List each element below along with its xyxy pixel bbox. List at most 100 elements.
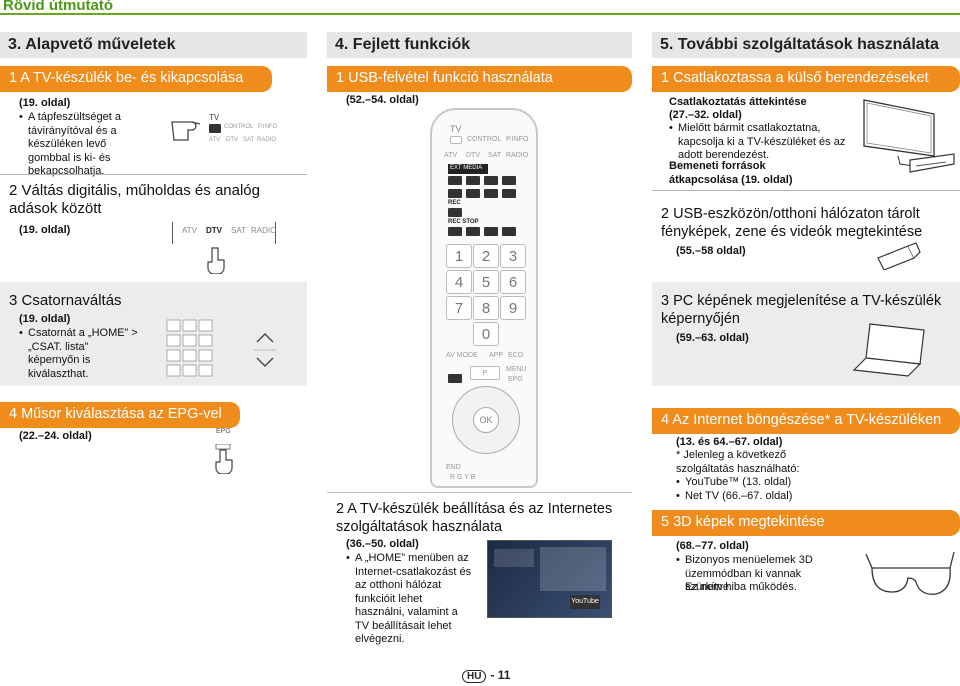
remote-tv-label: TV bbox=[450, 124, 462, 134]
column-header-advanced: 4. Fejlett funkciók bbox=[327, 32, 632, 58]
youtube-tile: YouTube bbox=[570, 595, 600, 609]
media-prev-button[interactable] bbox=[448, 189, 462, 198]
ref-source: (19. oldal) bbox=[19, 224, 71, 236]
dtv-label-small: DTV bbox=[226, 137, 238, 143]
ref-usb-media: (55.–58 oldal) bbox=[676, 245, 746, 257]
ref-internet: (13. és 64.–67. oldal) bbox=[676, 436, 783, 448]
bullet-connect: Mielőtt bármit csatlakoztatna, kapcsolja… bbox=[669, 122, 849, 163]
channel-up-down-icon bbox=[254, 330, 276, 370]
divider bbox=[327, 492, 632, 493]
sub-connect-overview: Csatlakoztatás áttekintése bbox=[669, 96, 807, 108]
key-6[interactable]: 6 bbox=[500, 270, 526, 294]
dtv-button[interactable]: DTV bbox=[206, 226, 222, 235]
key-3[interactable]: 3 bbox=[500, 244, 526, 268]
bullet-power: A tápfeszültséget a távirányítóval és a … bbox=[19, 111, 131, 179]
sat-button[interactable]: SAT bbox=[231, 226, 246, 235]
section-title-setup-internet: 2 A TV-készülék beállítása és az Interne… bbox=[336, 501, 613, 535]
ref-pc: (59.–63. oldal) bbox=[676, 332, 749, 344]
language-badge: HU bbox=[462, 670, 487, 683]
key-1[interactable]: 1 bbox=[446, 244, 472, 268]
remote-power-button[interactable] bbox=[450, 136, 462, 144]
color-keys-label: R G Y B bbox=[450, 474, 476, 481]
section-title-internet: 4 Az Internet böngészése* a TV-készüléke… bbox=[652, 408, 960, 434]
media-extra-button-2[interactable] bbox=[484, 227, 498, 236]
key-8[interactable]: 8 bbox=[473, 296, 499, 320]
av-mode-label: AV MODE bbox=[446, 352, 478, 359]
power-button[interactable] bbox=[209, 124, 221, 133]
rec-stop-button[interactable] bbox=[448, 227, 462, 236]
dpad[interactable]: OK bbox=[452, 386, 520, 454]
pinfo-label: P.INFO bbox=[258, 124, 278, 130]
media-stop-button[interactable] bbox=[466, 189, 480, 198]
section-title-usb-media: 2 USB-eszközön/otthoni hálózaton tárolt … bbox=[661, 206, 923, 240]
finger-press-icon bbox=[204, 246, 226, 275]
key-9[interactable]: 9 bbox=[500, 296, 526, 320]
ref-epg: (22.–24. oldal) bbox=[19, 430, 92, 442]
page-number: - 11 bbox=[490, 668, 511, 682]
menu-label: MENU bbox=[506, 366, 527, 373]
page-title: Rövid útmutató bbox=[3, 0, 113, 14]
program-rocker[interactable]: P bbox=[470, 366, 500, 380]
rec-stop-label: REC STOP bbox=[448, 219, 479, 225]
key-2[interactable]: 2 bbox=[473, 244, 499, 268]
media-ffwd-button[interactable] bbox=[502, 176, 516, 185]
column-header-more: 5. További szolgáltatások használata bbox=[652, 32, 960, 58]
remote-control-label: CONTROL bbox=[467, 136, 502, 143]
divider bbox=[652, 190, 960, 191]
section-title-channel: 3 Csatornaváltás bbox=[9, 292, 122, 309]
key-4[interactable]: 4 bbox=[446, 270, 472, 294]
media-rewind-button[interactable] bbox=[448, 176, 462, 185]
section-title-epg-text: 4 Műsor kiválasztása az EPG-vel bbox=[9, 406, 222, 422]
hand-press-icon bbox=[170, 116, 206, 144]
atv-button[interactable]: ATV bbox=[182, 226, 197, 235]
app-label: APP bbox=[489, 352, 504, 359]
media-play-button[interactable] bbox=[466, 176, 480, 185]
section-title-epg: 4 Műsor kiválasztása az EPG-vel bbox=[0, 402, 240, 428]
home-button[interactable] bbox=[448, 374, 462, 383]
ref-setup-internet: (36.–50. oldal) bbox=[346, 538, 419, 550]
radio-button[interactable]: RADIO bbox=[251, 226, 277, 235]
tv-and-player-icon bbox=[850, 94, 958, 180]
home-menu-panel bbox=[540, 547, 606, 591]
section-title-3d: 5 3D képek megtekintése bbox=[652, 510, 960, 536]
remote-pinfo-label: P.INFO bbox=[506, 136, 529, 143]
media-extra-button-1[interactable] bbox=[466, 227, 480, 236]
remote-dtv-label: DTV bbox=[466, 152, 480, 159]
media-skip-button[interactable] bbox=[502, 189, 516, 198]
sat-label-small: SAT bbox=[243, 137, 255, 143]
title-rule bbox=[0, 13, 960, 15]
ok-button[interactable]: OK bbox=[473, 407, 499, 433]
3d-glasses-icon bbox=[864, 548, 956, 602]
media-extra-button-3[interactable] bbox=[502, 227, 516, 236]
control-label: CONTROL bbox=[224, 124, 254, 130]
remote-control: TV CONTROL P.INFO ATV DTV SAT RADIO EXT … bbox=[430, 108, 538, 488]
key-7[interactable]: 7 bbox=[446, 296, 472, 320]
rec-button[interactable] bbox=[448, 208, 462, 217]
remote-sat-label: SAT bbox=[488, 152, 502, 159]
bullet-3d-1: Bizonyos menüelemek 3D üzemmódban ki van… bbox=[676, 554, 846, 595]
source-buttons: ATV DTV SAT RADIO bbox=[172, 222, 276, 244]
radio-label-small: RADIO bbox=[257, 137, 277, 143]
end-label: END bbox=[446, 464, 461, 471]
page-footer: HU- 11 bbox=[462, 668, 510, 683]
ext-media-label: EXT MEDIA bbox=[448, 164, 488, 174]
atv-label-small: ATV bbox=[209, 137, 221, 143]
ref-channel: (19. oldal) bbox=[19, 313, 71, 325]
number-keypad-small bbox=[165, 318, 215, 378]
bullet-youtube: YouTube™ (13. oldal) bbox=[676, 476, 791, 490]
button-panel-small: TV CONTROL P.INFO ATV DTV SAT RADIO bbox=[207, 113, 278, 153]
section-title-power: 1 A TV-készülék be- és kikapcsolása bbox=[0, 66, 272, 92]
section-title-source: 2 Váltás digitális, műholdas és analóg a… bbox=[9, 182, 260, 217]
key-5[interactable]: 5 bbox=[473, 270, 499, 294]
column-header-basic: 3. Alapvető műveletek bbox=[0, 32, 307, 58]
remote-atv-label: ATV bbox=[444, 152, 458, 159]
remote-radio-label: RADIO bbox=[506, 152, 529, 159]
bullet-channel: Csatornát a „HOME” > „CSAT. lista” képer… bbox=[19, 327, 139, 381]
remote-epg-label: EPG bbox=[508, 376, 523, 383]
media-next-button[interactable] bbox=[484, 189, 498, 198]
tv-power-label: TV bbox=[209, 113, 220, 122]
media-pause-button[interactable] bbox=[484, 176, 498, 185]
key-0[interactable]: 0 bbox=[473, 322, 499, 346]
eco-label: ECO bbox=[508, 352, 524, 359]
laptop-icon bbox=[848, 320, 938, 382]
